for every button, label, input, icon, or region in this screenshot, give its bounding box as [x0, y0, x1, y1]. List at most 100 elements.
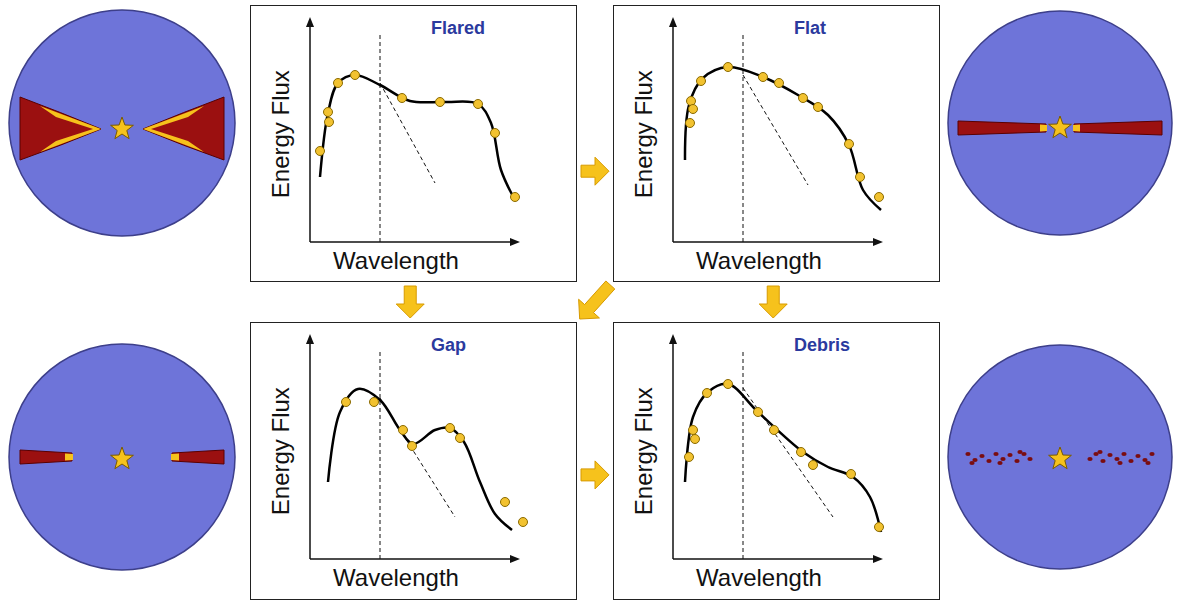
axis-label: Energy Flux [631, 70, 657, 198]
data-point [370, 398, 379, 407]
data-point [474, 100, 483, 109]
debris-particle [1087, 457, 1092, 461]
data-point [689, 426, 698, 435]
sed-panel: GapEnergy FluxWavelength [250, 322, 577, 600]
data-point [754, 408, 763, 417]
data-point [799, 94, 808, 103]
x-axis [673, 558, 875, 560]
axis-arrowhead [510, 555, 520, 563]
sed-plot [613, 5, 940, 282]
sed-plot [250, 322, 577, 600]
x-axis [673, 241, 875, 243]
data-point [697, 77, 706, 86]
dashed-line [380, 35, 381, 242]
data-point [724, 63, 733, 72]
debris-particle [1117, 461, 1122, 465]
debris-particle [986, 459, 991, 463]
data-point [501, 498, 510, 507]
debris-particle [1128, 459, 1133, 463]
y-axis [672, 25, 674, 242]
sed-curve [320, 75, 515, 200]
block-arrow [579, 281, 615, 319]
disk-bar [171, 450, 224, 464]
axis-arrowhead [873, 555, 883, 563]
data-point [856, 173, 865, 182]
y-axis [672, 342, 674, 559]
disk-wedge [20, 97, 101, 160]
data-point [456, 434, 465, 443]
x-axis [310, 558, 512, 560]
data-point [797, 448, 806, 457]
data-point [408, 442, 417, 451]
axis-arrowhead [669, 17, 677, 27]
data-point [691, 435, 700, 444]
axis-arrowhead [306, 17, 314, 27]
axis-label: Wavelength [696, 248, 822, 274]
panel-ground [250, 322, 577, 600]
data-point [334, 79, 343, 88]
data-point [685, 453, 694, 462]
star-symbol [111, 447, 134, 469]
star-symbol [111, 117, 134, 139]
debris-particle [1145, 461, 1150, 465]
data-point [446, 424, 455, 433]
axis-arrowhead [306, 334, 314, 344]
axis-label: Energy Flux [268, 387, 294, 515]
y-axis [309, 25, 311, 242]
sed-panel: FlaredEnergy FluxWavelength [250, 5, 577, 282]
x-axis [310, 241, 512, 243]
debris-particle [1000, 457, 1005, 461]
data-point [809, 461, 818, 470]
sed-curve [685, 384, 881, 532]
data-point [398, 94, 407, 103]
dashed-line [743, 388, 833, 517]
debris-particle [1149, 452, 1154, 456]
data-point [519, 518, 528, 527]
panel-ground [250, 5, 577, 282]
axis-label: Energy Flux [268, 70, 294, 198]
data-point [325, 118, 334, 127]
sed-plot [250, 5, 577, 282]
sed-curve [685, 67, 881, 210]
data-point [491, 129, 500, 138]
debris-particle [969, 461, 974, 465]
axis-arrowhead [669, 334, 677, 344]
dashed-line [743, 75, 808, 185]
debris-particle [1027, 457, 1032, 461]
block-arrow [581, 157, 609, 185]
disk-wedge [143, 97, 224, 160]
data-point [399, 426, 408, 435]
panel-title: Debris [794, 336, 850, 356]
axis-label: Wavelength [333, 248, 459, 274]
data-point [351, 71, 360, 80]
block-arrow [759, 286, 787, 318]
dashed-line [380, 352, 381, 559]
data-point [875, 193, 884, 202]
data-point [724, 380, 733, 389]
data-point [875, 523, 884, 532]
disk-bar [1073, 121, 1162, 135]
debris-particle [993, 452, 998, 456]
dashed-line [743, 352, 744, 559]
data-point [847, 470, 856, 479]
debris-particle [979, 454, 984, 458]
data-point [770, 426, 779, 435]
data-point [759, 73, 768, 82]
debris-particle [997, 461, 1002, 465]
sed-plots [250, 5, 940, 600]
block-arrow [581, 461, 609, 489]
debris-particle [1014, 459, 1019, 463]
debris-particle [965, 452, 970, 456]
panel-title: Flared [431, 19, 485, 39]
data-point [342, 398, 351, 407]
dashed-line [380, 83, 435, 183]
panel-ground [613, 5, 940, 282]
axis-arrowhead [873, 238, 883, 246]
debris-particle [1017, 450, 1022, 454]
debris-particle [1100, 459, 1105, 463]
sed-plot [613, 322, 940, 600]
data-point [316, 147, 325, 156]
debris-particle [1135, 454, 1140, 458]
axis-label: Wavelength [333, 565, 459, 591]
